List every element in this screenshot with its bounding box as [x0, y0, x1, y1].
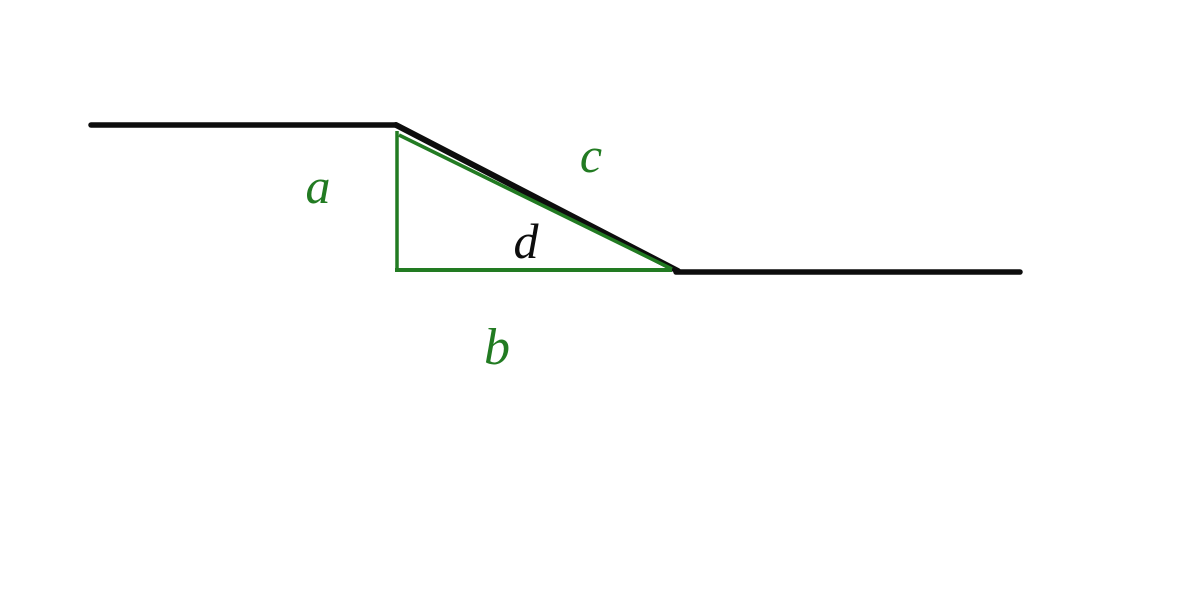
label-d: d: [514, 213, 540, 269]
slope-line: [393, 122, 681, 274]
triangle-hypotenuse-side-d: [398, 133, 673, 271]
label-a: a: [306, 158, 331, 214]
label-b: b: [484, 319, 510, 376]
label-c: c: [580, 127, 602, 183]
